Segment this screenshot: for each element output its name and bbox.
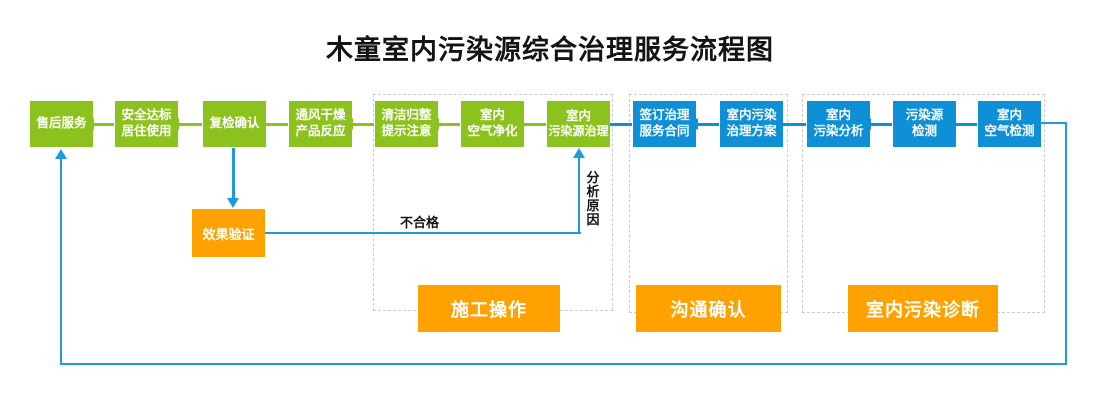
- box-treatment-plan: 室内污染治理方案: [720, 101, 783, 147]
- box-ventilation-drying-reaction: 通风干燥产品反应: [289, 101, 352, 147]
- group-label-diagnosis: 室内污染诊断: [848, 285, 998, 332]
- box-indoor-air-purification: 室内空气净化: [461, 101, 524, 147]
- service-loop-left-up-arrow: [55, 149, 67, 365]
- service-loop-bottom: [61, 363, 1067, 365]
- service-loop-right: [1065, 122, 1067, 365]
- flow-arrow: [688, 118, 719, 130]
- box-pollution-source-treatment: 室内污染源治理: [547, 101, 610, 147]
- flow-arrow: [514, 118, 546, 130]
- box-indoor-pollution-analysis: 室内污染分析: [807, 101, 870, 147]
- service-loop-top: [1041, 122, 1067, 124]
- flow-arrow: [169, 118, 202, 130]
- flow-arrow: [773, 118, 806, 130]
- box-cleanup-notice: 清洁归整提示注意: [375, 101, 438, 147]
- group-label-construction: 施工操作: [418, 285, 560, 332]
- fail-connector-h: [265, 232, 581, 234]
- box-sign-service-contract: 签订治理服务合同: [633, 101, 696, 147]
- flow-arrow: [256, 118, 288, 130]
- flow-arrow: [84, 118, 114, 130]
- flow-arrow: [600, 118, 632, 130]
- flow-arrow: [861, 118, 892, 130]
- verify-down-arrow: [227, 148, 239, 208]
- box-pollution-source-detection: 污染源检测: [893, 101, 956, 147]
- box-recheck-confirm: 复检确认: [203, 101, 266, 147]
- page-title: 木童室内污染源综合治理服务流程图: [326, 35, 774, 65]
- flow-arrow: [429, 118, 460, 130]
- flow-arrow: [343, 118, 374, 130]
- box-safety-standard-occupancy: 安全达标居住使用: [115, 101, 178, 147]
- box-after-sales-service: 售后服务: [30, 101, 93, 147]
- box-indoor-air-detection: 室内空气检测: [978, 101, 1041, 147]
- fail-label: 不合格: [400, 215, 440, 230]
- fail-connector-up-arrow: [573, 148, 585, 234]
- group-label-communication: 沟通确认: [636, 285, 781, 332]
- flow-arrow: [945, 118, 977, 130]
- analyze-reason-label: 分析原因: [586, 170, 600, 228]
- box-effect-verification: 效果验证: [192, 209, 265, 257]
